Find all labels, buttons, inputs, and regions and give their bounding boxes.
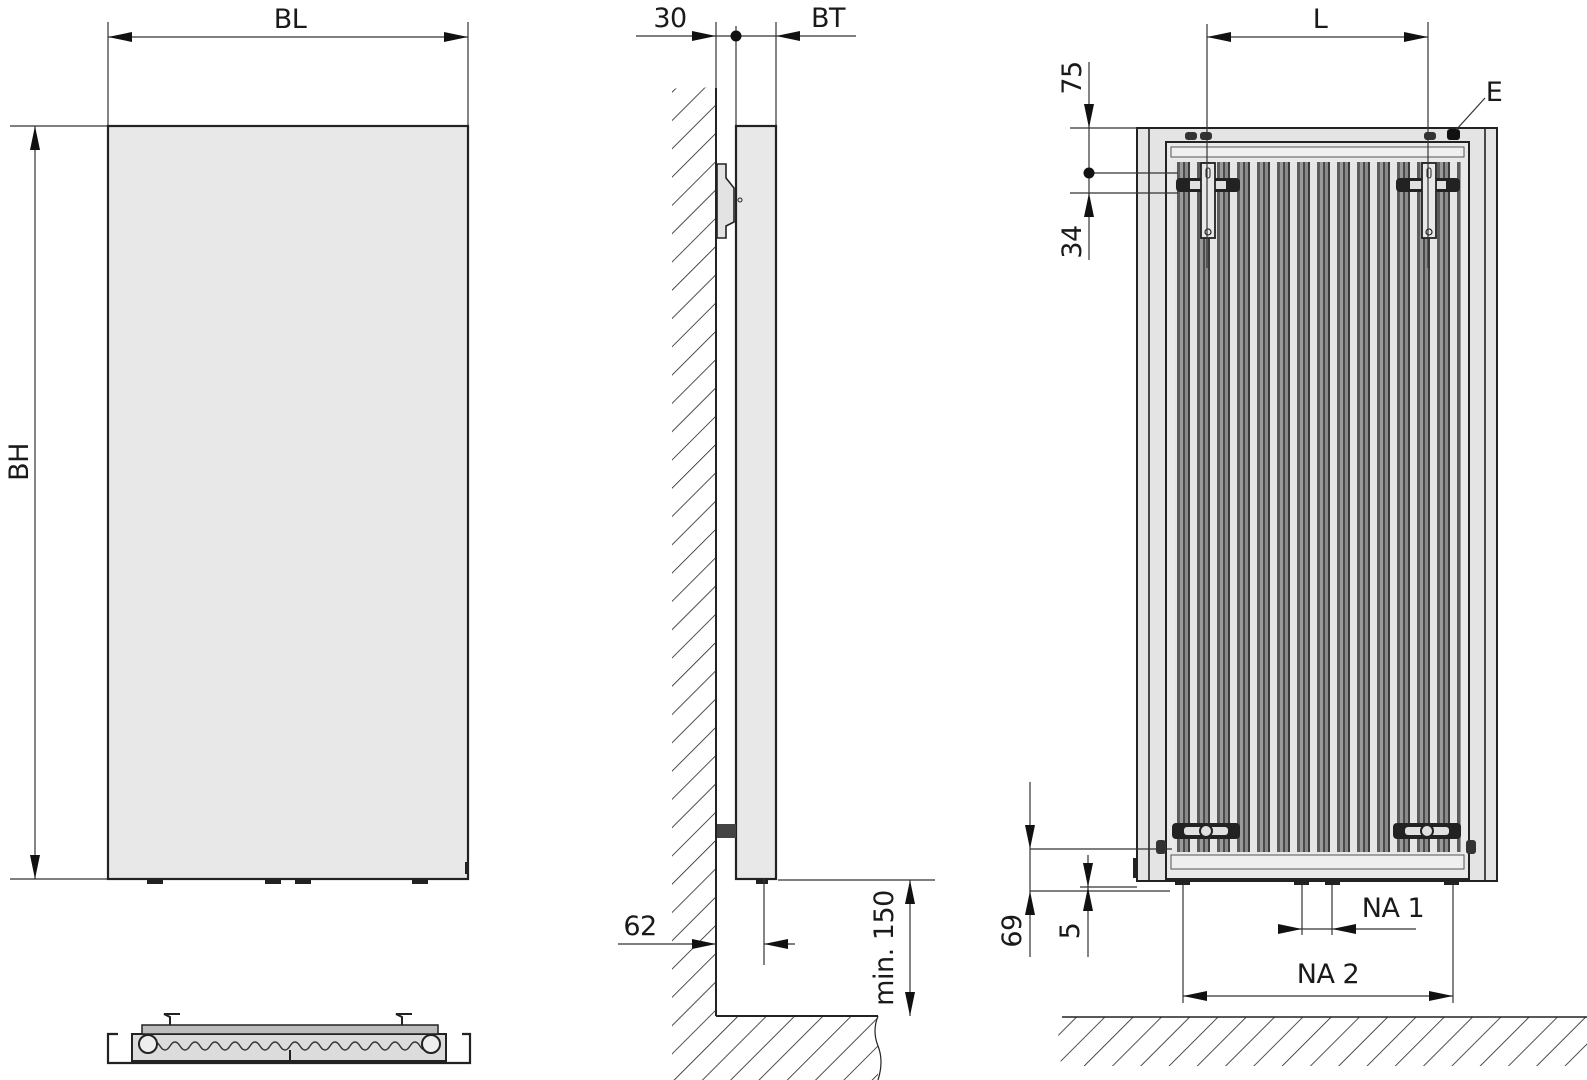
bracket-hook-right — [395, 1013, 412, 1025]
side-view: 30 BT 62 min. 150 — [618, 3, 935, 1080]
label-l: L — [1313, 4, 1328, 35]
pipe-end-left — [138, 1034, 158, 1054]
front-panel — [106, 124, 470, 881]
rear-view: L E 75 34 69 5 NA 1 NA — [997, 4, 1587, 1066]
foot — [412, 879, 428, 884]
wall-bracket — [716, 163, 735, 239]
valve-tab — [465, 862, 468, 874]
foot — [295, 879, 311, 884]
foot — [265, 879, 281, 884]
bottom-connection — [1444, 879, 1459, 885]
top-view-cover — [141, 1024, 439, 1035]
vent-valve — [1447, 129, 1460, 140]
top-nub — [1200, 132, 1212, 140]
reference-dot — [1083, 167, 1095, 179]
label-na2: NA 2 — [1297, 959, 1359, 990]
side-panel — [734, 124, 778, 881]
leader-line-e — [1455, 97, 1486, 131]
label-bt: BT — [811, 3, 846, 34]
floor-hatch — [1058, 1017, 1587, 1066]
label-62: 62 — [623, 911, 656, 942]
label-na1: NA 1 — [1362, 893, 1424, 924]
top-bracket-left — [1176, 162, 1240, 239]
reference-dot — [730, 30, 742, 42]
top-view-convector — [149, 1041, 431, 1051]
top-view — [106, 1013, 472, 1065]
bracket-hook-left — [163, 1013, 180, 1025]
foot — [147, 879, 163, 884]
bottom-connection — [1294, 879, 1309, 885]
label-30: 30 — [653, 3, 686, 34]
bottom-bracket-left — [1172, 823, 1240, 839]
side-plug-right — [1466, 840, 1476, 854]
bottom-bracket-right — [1393, 823, 1461, 839]
bottom-header — [1170, 854, 1465, 870]
front-view: BL BH — [4, 4, 470, 884]
label-bh: BH — [4, 443, 35, 481]
wall-hatch — [672, 86, 878, 1080]
top-header — [1170, 146, 1465, 158]
side-tab — [1133, 858, 1138, 878]
side-plug-left — [1156, 840, 1166, 854]
bottom-connection — [1175, 879, 1190, 885]
convector-fins — [1175, 162, 1461, 852]
floor-break — [874, 1015, 882, 1080]
label-69: 69 — [997, 914, 1028, 947]
label-34: 34 — [1057, 225, 1088, 258]
bottom-connection — [1325, 879, 1340, 885]
side-foot — [756, 879, 768, 884]
label-min-150: min. 150 — [869, 890, 900, 1006]
label-e: E — [1486, 77, 1503, 108]
label-bl: BL — [274, 4, 307, 35]
top-nub — [1424, 132, 1436, 140]
bracket-screw — [737, 197, 743, 203]
bottom-connection — [717, 824, 736, 838]
label-75: 75 — [1057, 61, 1088, 94]
pipe-end-right — [421, 1034, 441, 1054]
top-nub — [1185, 132, 1197, 140]
label-5: 5 — [1055, 923, 1086, 940]
